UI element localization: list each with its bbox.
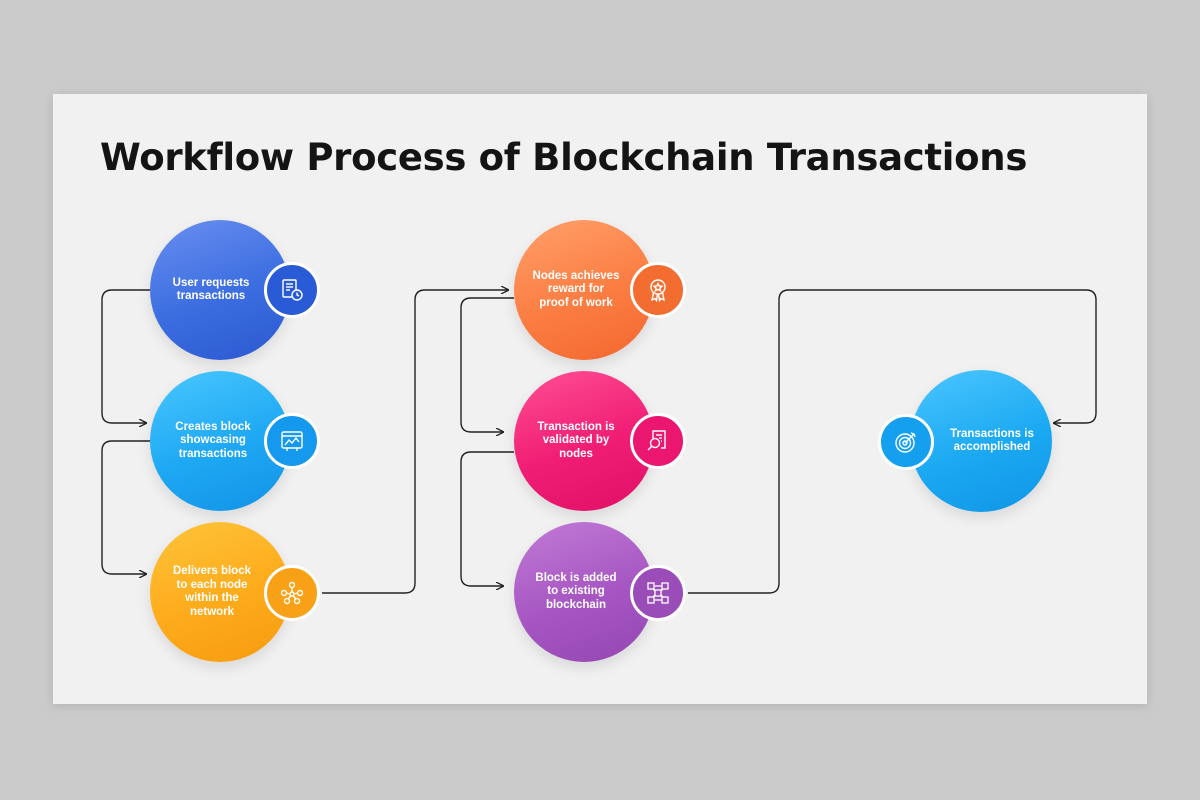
connector-3-4 bbox=[322, 290, 508, 594]
step-delivers-block: Delivers block to each node within the n… bbox=[150, 522, 290, 662]
blockchain-cubes-icon bbox=[630, 565, 686, 621]
network-nodes-icon bbox=[264, 565, 320, 621]
connector-5-6 bbox=[460, 451, 514, 586]
target-icon bbox=[878, 414, 934, 470]
step-label: Delivers block to each node within the n… bbox=[173, 565, 251, 618]
page-title: Workflow Process of Blockchain Transacti… bbox=[100, 136, 1028, 179]
step-label: Block is added to existing blockchain bbox=[535, 571, 617, 611]
award-medal-icon bbox=[630, 262, 686, 318]
chart-window-icon bbox=[264, 413, 320, 469]
step-label: Creates block showcasing transactions bbox=[175, 420, 251, 460]
step-label: Nodes achieves reward for proof of work bbox=[532, 269, 620, 309]
connector-6-7 bbox=[688, 289, 1097, 594]
step-label: Transactions is accomplished bbox=[950, 427, 1034, 454]
connector-4-5 bbox=[460, 297, 514, 432]
document-search-icon bbox=[630, 413, 686, 469]
connector-1-2 bbox=[101, 289, 150, 423]
step-label: Transaction is validated by nodes bbox=[537, 420, 615, 460]
connector-2-3 bbox=[101, 440, 150, 574]
step-label: User requests transactions bbox=[172, 276, 250, 303]
document-clock-icon bbox=[264, 262, 320, 318]
